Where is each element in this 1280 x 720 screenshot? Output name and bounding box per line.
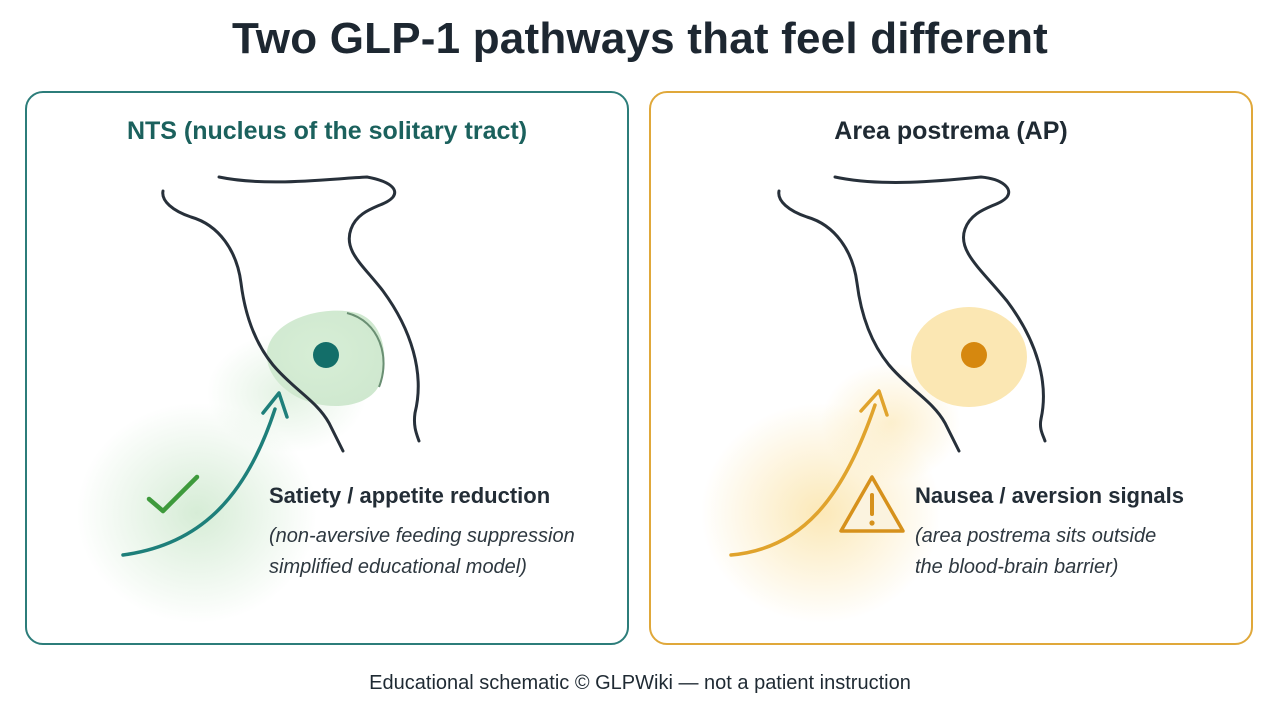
ap-note: (area postrema sits outside the blood-br… xyxy=(915,521,1156,583)
arrow-head xyxy=(261,391,289,419)
ap-brainstem-illustration xyxy=(701,175,1047,623)
ap-note-line-2: the blood-brain barrier) xyxy=(915,556,1119,578)
nts-note-line-1: (non-aversive feeding suppression xyxy=(269,525,575,547)
glp1-signal-arrow xyxy=(729,403,877,557)
nucleus-edge xyxy=(346,312,385,388)
ap-nucleus-dot xyxy=(961,342,987,368)
glp1-signal-arrow xyxy=(121,407,277,557)
ap-heading: Area postrema (AP) xyxy=(834,117,1068,145)
ap-effect-label: Nausea / aversion signals xyxy=(915,483,1185,508)
brainstem-outline-left xyxy=(777,189,961,453)
arrow-head xyxy=(859,389,889,417)
area-postrema-panel: Area postrema (AP) Nausea / aversion sig… xyxy=(649,91,1253,645)
nts-brainstem-illustration xyxy=(77,175,421,623)
nts-nucleus-dot xyxy=(313,342,339,368)
nts-note-line-2: simplified educational model) xyxy=(269,556,527,578)
check-mark-icon xyxy=(146,474,200,514)
footer-disclaimer: Educational schematic © GLPWiki — not a … xyxy=(369,672,911,694)
brainstem-outline-right xyxy=(833,175,1047,443)
warning-triangle-icon xyxy=(839,475,905,533)
nts-effect-label: Satiety / appetite reduction xyxy=(269,483,551,508)
nts-panel: NTS (nucleus of the solitary tract) Sati… xyxy=(25,91,629,645)
nts-heading: NTS (nucleus of the solitary tract) xyxy=(126,117,528,145)
brainstem-outline-right xyxy=(217,175,421,443)
ap-note-line-1: (area postrema sits outside xyxy=(915,525,1157,547)
signal-glow xyxy=(77,403,317,623)
nts-note: (non-aversive feeding suppression simpli… xyxy=(269,521,575,583)
brainstem-outline-left xyxy=(161,189,345,453)
page-title: Two GLP-1 pathways that feel different xyxy=(232,14,1048,63)
